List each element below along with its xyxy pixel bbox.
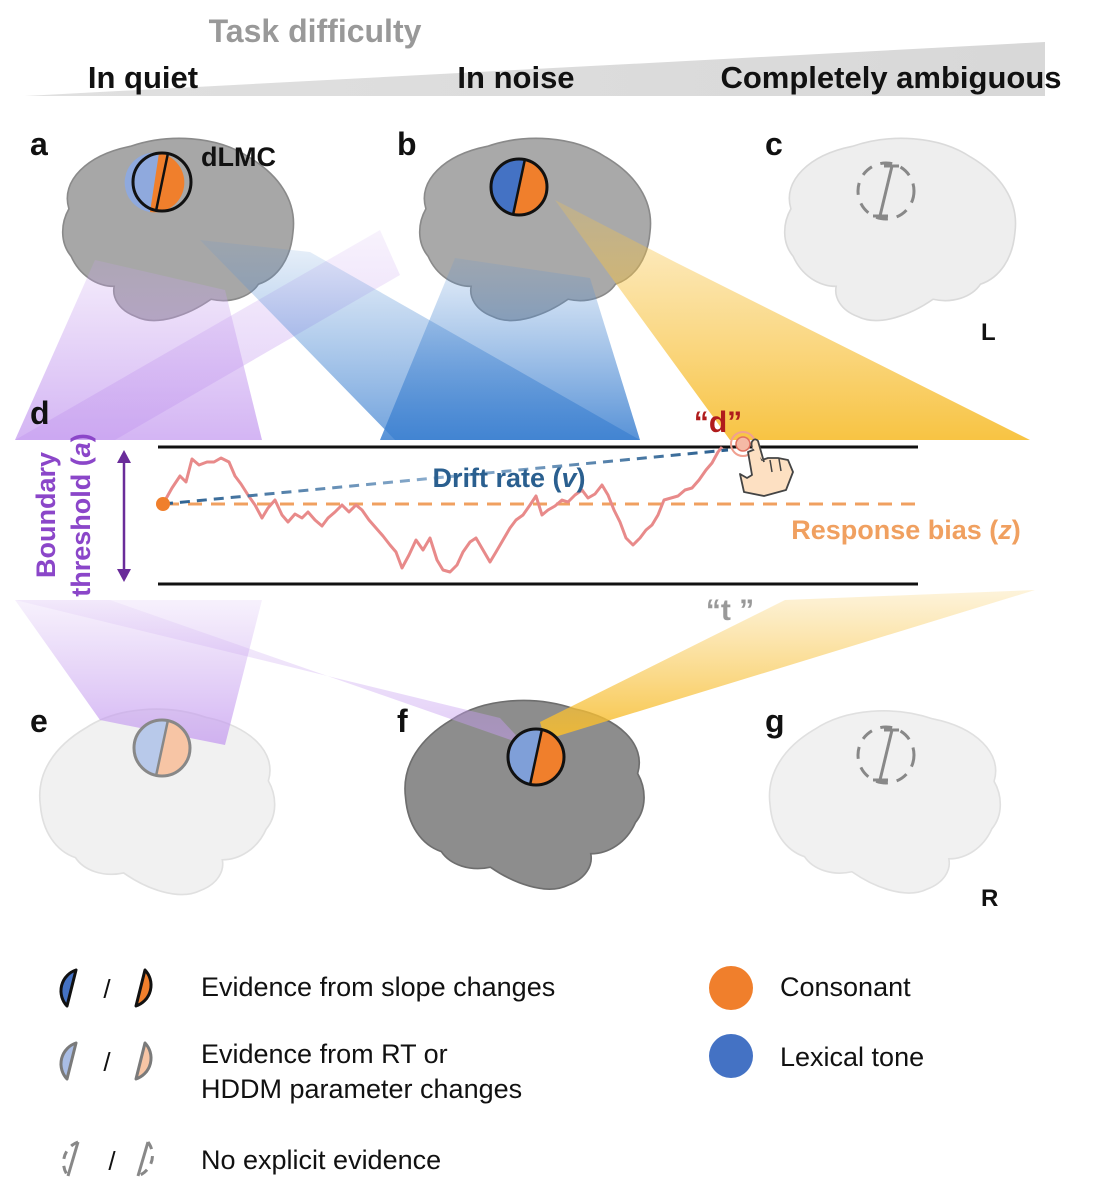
condition-ambiguous: Completely ambiguous xyxy=(720,60,1061,95)
legend-rt-consonant-icon xyxy=(134,1041,153,1081)
legend-slope-text: Evidence from slope changes xyxy=(201,972,556,1002)
dlmc-marker-a xyxy=(124,151,193,213)
panel-label-c: c xyxy=(765,126,783,162)
legend-rt-text-line2: HDDM parameter changes xyxy=(201,1074,523,1104)
beam-yellow-b xyxy=(555,200,1030,440)
dlmc-marker-b xyxy=(489,157,549,217)
legend-rt-separator: / xyxy=(103,1047,111,1077)
beam-yellow-f xyxy=(540,590,1035,740)
legend-tone-text: Lexical tone xyxy=(780,1042,925,1072)
drift-rate-line xyxy=(162,448,729,506)
legend-slope-separator: / xyxy=(103,974,111,1004)
legend-slope-tone-icon xyxy=(59,968,78,1008)
upper-response-label: “d” xyxy=(694,406,742,439)
difficulty-label: Task difficulty xyxy=(209,13,422,49)
beam-blue-b xyxy=(380,258,640,440)
legend-none-text: No explicit evidence xyxy=(201,1145,442,1175)
panel-label-e: e xyxy=(30,703,48,739)
legend-none-separator: / xyxy=(108,1146,116,1176)
click-hand-icon xyxy=(730,431,794,497)
lower-response-label: “t ” xyxy=(706,594,754,627)
difficulty-wedge xyxy=(25,42,1045,96)
brain-c xyxy=(783,137,1017,322)
condition-in-noise: In noise xyxy=(457,60,574,95)
dlmc-marker-e xyxy=(132,718,192,778)
legend-rt-tone-icon xyxy=(59,1041,78,1081)
response-bias-label: Response bias (z) xyxy=(791,515,1021,545)
beam-purple-a xyxy=(15,260,262,440)
hemisphere-left-label: L xyxy=(981,319,996,346)
panel-label-g: g xyxy=(765,703,785,739)
boundary-label-line2: threshold (a) xyxy=(66,433,96,597)
legend-none-left-icon xyxy=(62,1140,80,1177)
condition-in-quiet: In quiet xyxy=(88,60,198,95)
dlmc-marker-f xyxy=(506,727,566,787)
hemisphere-right-label: R xyxy=(981,885,998,912)
legend-slope-consonant-icon xyxy=(134,968,153,1008)
evidence-path xyxy=(161,446,724,574)
legend-tone-swatch xyxy=(709,1034,753,1078)
boundary-label-line1: Boundary xyxy=(31,452,61,578)
boundary-arrow-head-up xyxy=(117,450,131,463)
legend-rt-text-line1: Evidence from RT or xyxy=(201,1039,448,1069)
legend-consonant-text: Consonant xyxy=(780,972,911,1002)
dlmc-marker-g-dashed xyxy=(856,725,916,785)
region-label-dlmc: dLMC xyxy=(201,142,276,172)
brain-g xyxy=(768,709,1002,894)
panel-label-a: a xyxy=(30,126,48,162)
legend-consonant-swatch xyxy=(709,966,753,1010)
panel-label-d: d xyxy=(30,395,50,431)
panel-label-f: f xyxy=(397,703,408,739)
panel-label-b: b xyxy=(397,126,417,162)
dlmc-marker-c-dashed xyxy=(856,161,916,221)
drift-rate-label: Drift rate (v) xyxy=(432,463,585,493)
boundary-arrow-head-down xyxy=(117,569,131,582)
legend-none-right-icon xyxy=(136,1141,154,1178)
start-point xyxy=(156,497,170,511)
brain-f xyxy=(404,699,645,891)
